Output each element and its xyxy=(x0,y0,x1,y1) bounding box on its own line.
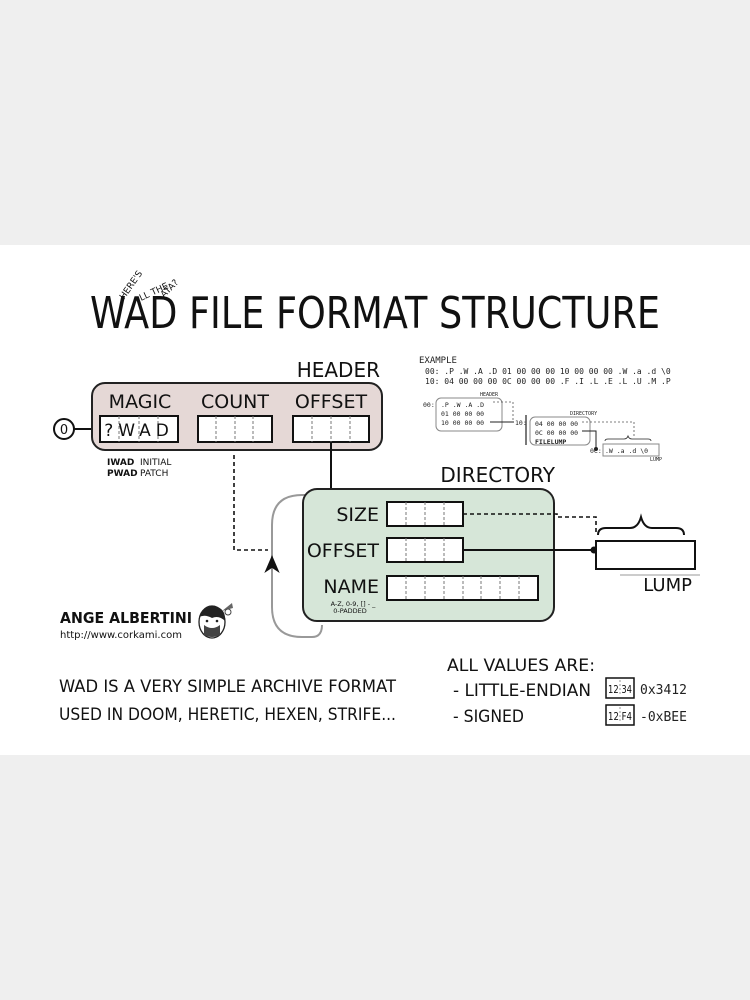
directory-field-name-label: NAME xyxy=(323,576,379,598)
directory-label: DIRECTORY xyxy=(440,463,555,487)
header-field-count-label: COUNT xyxy=(201,391,269,413)
author-name: ANGE ALBERTINI xyxy=(60,609,192,627)
values-block: ALL VALUES ARE: - LITTLE-ENDIAN 12 34 0x… xyxy=(447,656,687,727)
size-connector xyxy=(463,513,597,534)
author-url: http://www.corkami.com xyxy=(60,630,182,641)
directory-block: DIRECTORY SIZE OFFSET NAME A-Z, 0-9, [] … xyxy=(302,463,556,622)
values-heading: ALL VALUES ARE: xyxy=(447,656,595,676)
name-note-padding: 0-PADDED xyxy=(333,607,367,615)
mini-lump-line: .W .a .d \0 xyxy=(605,447,648,455)
mini-header-line-1: .P .W .A .D xyxy=(441,401,484,409)
mini-dir-line-1: 04 00 00 00 xyxy=(535,420,578,428)
lump-label: LUMP xyxy=(643,575,692,596)
description-line-1: WAD IS A VERY SIMPLE ARCHIVE FORMAT xyxy=(59,677,397,697)
magic-note-pwad-code: PWAD xyxy=(107,469,138,479)
header-block: HEADER MAGIC COUNT OFFSET ?WAD IWAD INIT… xyxy=(91,358,383,479)
wad-diagram: WAD FILE FORMAT STRUCTURE HERE'S LL THE … xyxy=(53,269,700,727)
example-hex-line-2: 10: 04 00 00 00 0C 00 00 00 .F .I .L .E … xyxy=(425,377,671,386)
mini-lump-label: LUMP xyxy=(650,457,662,463)
values-item-endian-box-text: 12 34 xyxy=(608,683,632,696)
mini-dir-line-2: 0C 00 00 00 xyxy=(535,429,578,437)
lump-brace xyxy=(597,513,685,536)
author-portrait-icon xyxy=(198,603,233,639)
loop-arrow xyxy=(264,494,323,638)
mini-header-offset: 00: xyxy=(423,401,435,409)
lump-block: LUMP xyxy=(595,513,700,596)
example-label: EXAMPLE xyxy=(419,356,457,366)
diagram-title: WAD FILE FORMAT STRUCTURE xyxy=(90,288,660,339)
lump-box xyxy=(595,540,696,570)
count-connector xyxy=(233,455,268,551)
mini-lump-offset: 0C: xyxy=(590,447,602,455)
header-label: HEADER xyxy=(297,358,380,382)
values-item-signed-label: - SIGNED xyxy=(453,707,524,727)
directory-field-offset-label: OFFSET xyxy=(307,540,380,562)
header-field-magic-label: MAGIC xyxy=(109,391,172,413)
example-hex-line-1: 00: .P .W .A .D 01 00 00 00 10 00 00 00 … xyxy=(425,367,671,376)
loop-arrowhead xyxy=(264,555,280,574)
name-note-charset: A-Z, 0-9, [] - _ xyxy=(331,600,377,608)
magic-value: ?WAD xyxy=(104,421,174,441)
magic-note-pwad-desc: PATCH xyxy=(140,469,168,479)
author-block: ANGE ALBERTINI http://www.corkami.com xyxy=(60,603,233,641)
mini-dir-line-3: FILELUMP xyxy=(535,438,566,446)
header-field-offset-label: OFFSET xyxy=(295,391,368,413)
magic-note-iwad-desc: INITIAL xyxy=(140,458,171,468)
directory-field-size-label: SIZE xyxy=(336,504,379,526)
start-offset-label: 0 xyxy=(60,423,68,438)
values-item-endian-label: - LITTLE-ENDIAN xyxy=(453,681,591,701)
magic-note-iwad-code: IWAD xyxy=(107,458,134,468)
mini-header-label: HEADER xyxy=(480,392,499,398)
description-line-2: USED IN DOOM, HERETIC, HEXEN, STRIFE... xyxy=(59,705,396,725)
mini-header-line-3: 10 00 00 00 xyxy=(441,419,484,427)
values-item-signed-box-text: 12 F4 xyxy=(608,710,632,723)
mini-header-line-2: 01 00 00 00 xyxy=(441,410,484,418)
mini-dir-offset: 10: xyxy=(515,419,527,427)
values-item-endian-example: 0x3412 xyxy=(640,683,687,698)
values-item-signed-example: -0xBEE xyxy=(640,710,687,725)
mini-dir-label: DIRECTORY xyxy=(570,411,597,417)
example-block: EXAMPLE 00: .P .W .A .D 01 00 00 00 10 0… xyxy=(419,356,671,463)
